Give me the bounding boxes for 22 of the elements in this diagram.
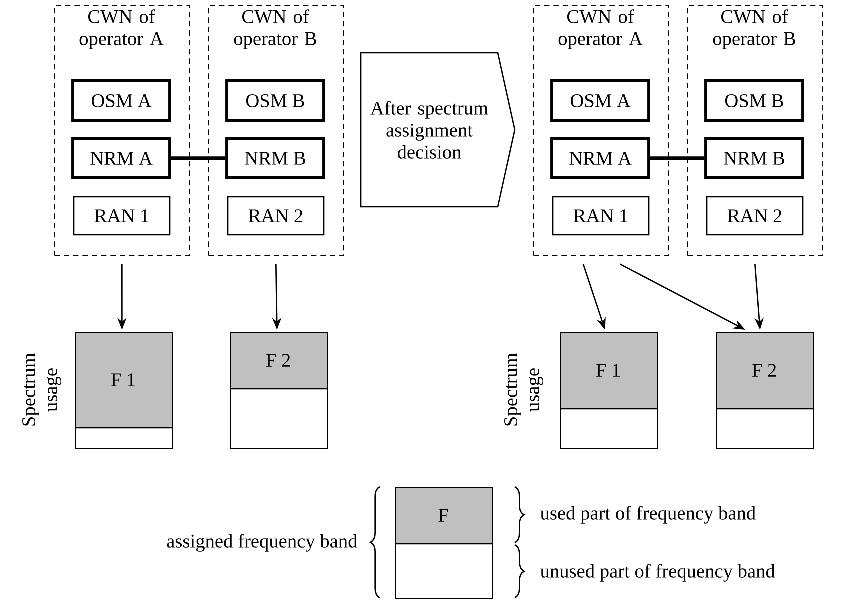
ran-box: RAN 2: [706, 196, 804, 236]
ran-box: RAN 2: [227, 196, 325, 236]
annotation-text: used part of frequency band: [540, 506, 756, 524]
frequency-band-bar: F 2: [230, 332, 328, 450]
frequency-band-bar: F 1: [560, 332, 658, 450]
connector-line: [650, 156, 705, 160]
module-box: NRM A: [72, 138, 172, 180]
module-box: OSM A: [550, 80, 650, 122]
frequency-band-bar: F 2: [716, 332, 814, 450]
ran-box: RAN 1: [552, 196, 650, 236]
frequency-band-bar: F: [395, 487, 494, 600]
module-box: NRM B: [704, 138, 804, 180]
module-box: NRM B: [226, 138, 326, 180]
process-arrow-box: After spectrum assignment decision: [360, 52, 516, 208]
ran-box: RAN 1: [73, 196, 171, 236]
module-box: OSM B: [704, 80, 804, 122]
annotation-text: unused part of frequency band: [540, 564, 776, 582]
frequency-band-bar: F 1: [75, 332, 174, 450]
module-box: NRM A: [550, 138, 650, 180]
connector-line: [171, 156, 226, 160]
module-box: OSM A: [72, 80, 172, 122]
module-box: OSM B: [226, 80, 326, 122]
